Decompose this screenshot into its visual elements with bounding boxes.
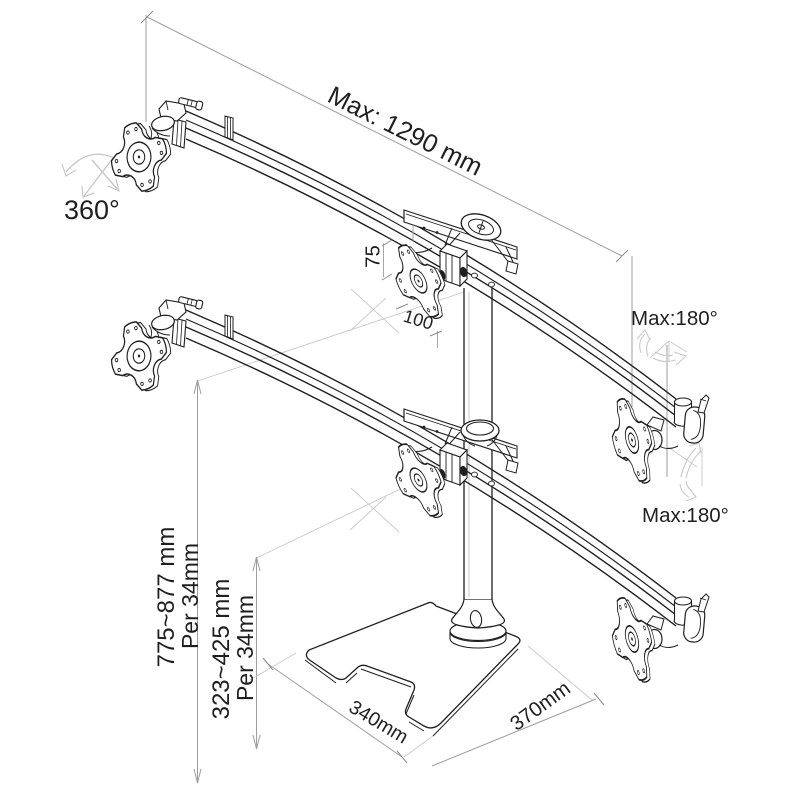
svg-text:Max:180°: Max:180° [631, 307, 718, 330]
svg-text:Max:180°: Max:180° [642, 504, 729, 527]
svg-text:Per 34mm: Per 34mm [232, 595, 258, 701]
svg-text:75: 75 [361, 245, 384, 268]
svg-text:360°: 360° [64, 195, 120, 225]
svg-text:323~425 mm: 323~425 mm [208, 579, 235, 720]
svg-text:Per 34mm: Per 34mm [177, 543, 203, 649]
svg-text:775~877 mm: 775~877 mm [153, 527, 180, 668]
